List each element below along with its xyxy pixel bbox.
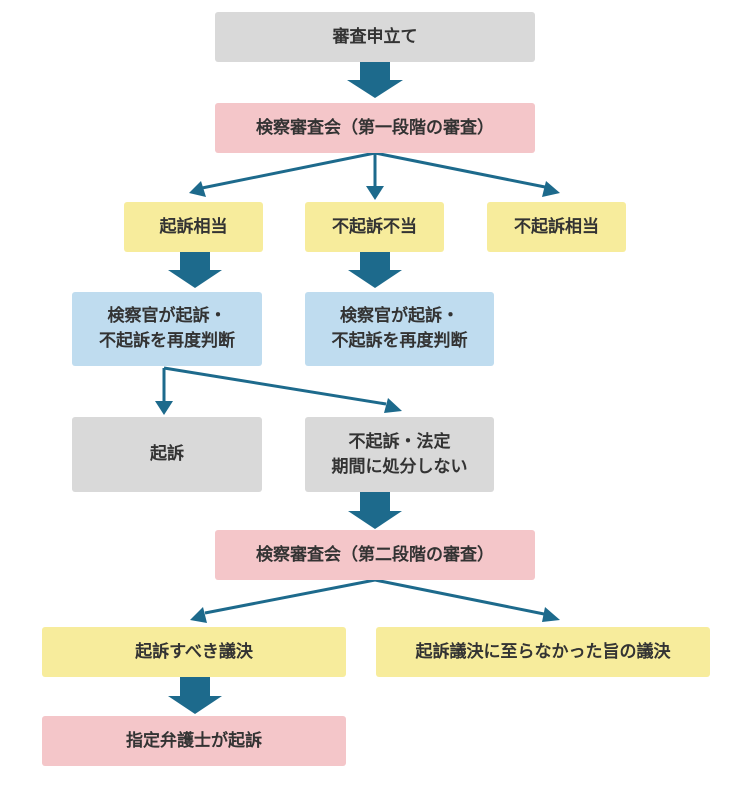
prosecutor-redecide-a-line1: 検察官が起訴・	[107, 306, 227, 327]
nonindictment-deadline-line2: 期間に処分しない	[331, 456, 468, 477]
arrowhead-6	[190, 607, 207, 623]
arrowhead-4	[155, 401, 173, 415]
prosecutor-redecide-b-line1: 検察官が起訴・	[340, 306, 459, 327]
prosecutor-redecide-box-b: 検察官が起訴・ 不起訴を再度判断	[305, 292, 494, 366]
indictment-label: 起訴	[150, 444, 184, 465]
arrowhead-2	[366, 186, 384, 200]
appeal-box: 審査申立て	[215, 12, 535, 62]
review-stage2-box: 検察審査会（第二段階の審査）	[215, 530, 535, 580]
prosecutor-redecide-a-line2: 不起訴を再度判断	[99, 331, 235, 351]
block-arrow-5	[168, 677, 222, 714]
nonindictment-suitable-box: 不起訴相当	[487, 202, 626, 252]
arrowhead-5	[384, 398, 402, 413]
block-arrow-4	[348, 492, 402, 529]
nonindictment-deadline-box: 不起訴・法定 期間に処分しない	[305, 417, 494, 492]
review-stage2-label: 検察審査会（第二段階の審査）	[256, 544, 494, 565]
line-review1-left	[201, 151, 376, 190]
block-arrow-1	[347, 62, 403, 98]
prosecutor-redecide-b-line2: 不起訴を再度判断	[331, 331, 468, 351]
should-indict-resolution-box: 起訴すべき議決	[42, 627, 346, 677]
arrowhead-1	[189, 181, 206, 197]
arrowhead-7	[542, 607, 560, 622]
line-review2-right	[374, 578, 545, 616]
prosecutor-redecide-box-a: 検察官が起訴・ 不起訴を再度判断	[72, 292, 262, 366]
line-review2-left	[204, 578, 376, 615]
suitable-indictment-box: 起訴相当	[124, 202, 263, 252]
not-reached-resolution-label: 起訴議決に至らなかった旨の議決	[415, 641, 671, 662]
nonindictment-suitable-label: 不起訴相当	[514, 216, 599, 237]
suitable-indictment-label: 起訴相当	[159, 216, 228, 237]
nonindictment-deadline-line1: 不起訴・法定	[348, 431, 451, 452]
nonindictment-improper-box: 不起訴不当	[305, 202, 444, 252]
block-arrow-3	[348, 250, 402, 288]
review-stage1-box: 検察審査会（第一段階の審査）	[215, 103, 535, 153]
review-stage1-label: 検察審査会（第一段階の審査）	[256, 117, 494, 138]
designated-lawyer-indicts-box: 指定弁護士が起訴	[42, 716, 346, 766]
should-indict-resolution-label: 起訴すべき議決	[135, 641, 253, 662]
designated-lawyer-indicts-label: 指定弁護士が起訴	[126, 730, 262, 751]
indictment-box: 起訴	[72, 417, 262, 492]
appeal-label: 審査申立て	[332, 26, 418, 47]
block-arrow-2	[168, 250, 222, 288]
not-reached-resolution-box: 起訴議決に至らなかった旨の議決	[376, 627, 710, 677]
arrowhead-3	[542, 181, 560, 197]
nonindictment-improper-label: 不起訴不当	[332, 216, 417, 237]
line-review1-right	[374, 151, 546, 189]
line-redecide-right	[163, 366, 387, 406]
